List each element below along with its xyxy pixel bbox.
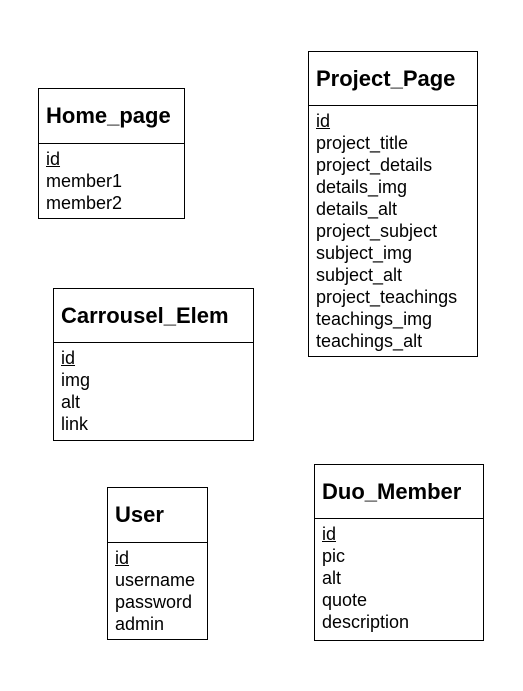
- entity-duo-member: Duo_Member id pic alt quote description: [314, 464, 484, 641]
- entity-fields: id img alt link: [54, 343, 253, 439]
- primary-key-field: id: [46, 149, 61, 169]
- entity-title: Home_page: [39, 89, 184, 144]
- entity-fields: id project_title project_details details…: [309, 106, 477, 356]
- entity-field: link: [61, 414, 89, 434]
- primary-key-field: id: [115, 548, 130, 568]
- entity-project-page: Project_Page id project_title project_de…: [308, 51, 478, 357]
- entity-field: admin: [115, 614, 165, 634]
- entity-user: User id username password admin: [107, 487, 208, 640]
- entity-title: Project_Page: [309, 52, 477, 106]
- entity-title: Carrousel_Elem: [54, 289, 253, 343]
- entity-field: project_subject: [316, 221, 438, 241]
- entity-field: alt: [322, 568, 342, 588]
- entity-field: project_details: [316, 155, 433, 175]
- primary-key-field: id: [61, 348, 76, 368]
- primary-key-field: id: [322, 524, 337, 544]
- entity-field: details_alt: [316, 199, 398, 219]
- entity-home-page: Home_page id member1 member2: [38, 88, 185, 219]
- entity-field: project_title: [316, 133, 409, 153]
- entity-field: member1: [46, 171, 123, 191]
- entity-carrousel-elem: Carrousel_Elem id img alt link: [53, 288, 254, 441]
- entity-field: member2: [46, 193, 123, 213]
- entity-field: subject_alt: [316, 265, 403, 285]
- primary-key-field: id: [316, 111, 331, 131]
- entity-field: quote: [322, 590, 368, 610]
- entity-field: details_img: [316, 177, 408, 197]
- entity-title: User: [108, 488, 207, 543]
- entity-field: alt: [61, 392, 81, 412]
- entity-field: username: [115, 570, 196, 590]
- entity-fields: id username password admin: [108, 543, 207, 639]
- entity-field: pic: [322, 546, 346, 566]
- entity-field: teachings_alt: [316, 331, 423, 351]
- entity-field: password: [115, 592, 193, 612]
- entity-field: description: [322, 612, 410, 632]
- entity-fields: id pic alt quote description: [315, 519, 483, 637]
- entity-field: project_teachings: [316, 287, 458, 307]
- entity-field: teachings_img: [316, 309, 433, 329]
- entity-field: subject_img: [316, 243, 413, 263]
- entity-title: Duo_Member: [315, 465, 483, 519]
- entity-field: img: [61, 370, 91, 390]
- entity-fields: id member1 member2: [39, 144, 184, 218]
